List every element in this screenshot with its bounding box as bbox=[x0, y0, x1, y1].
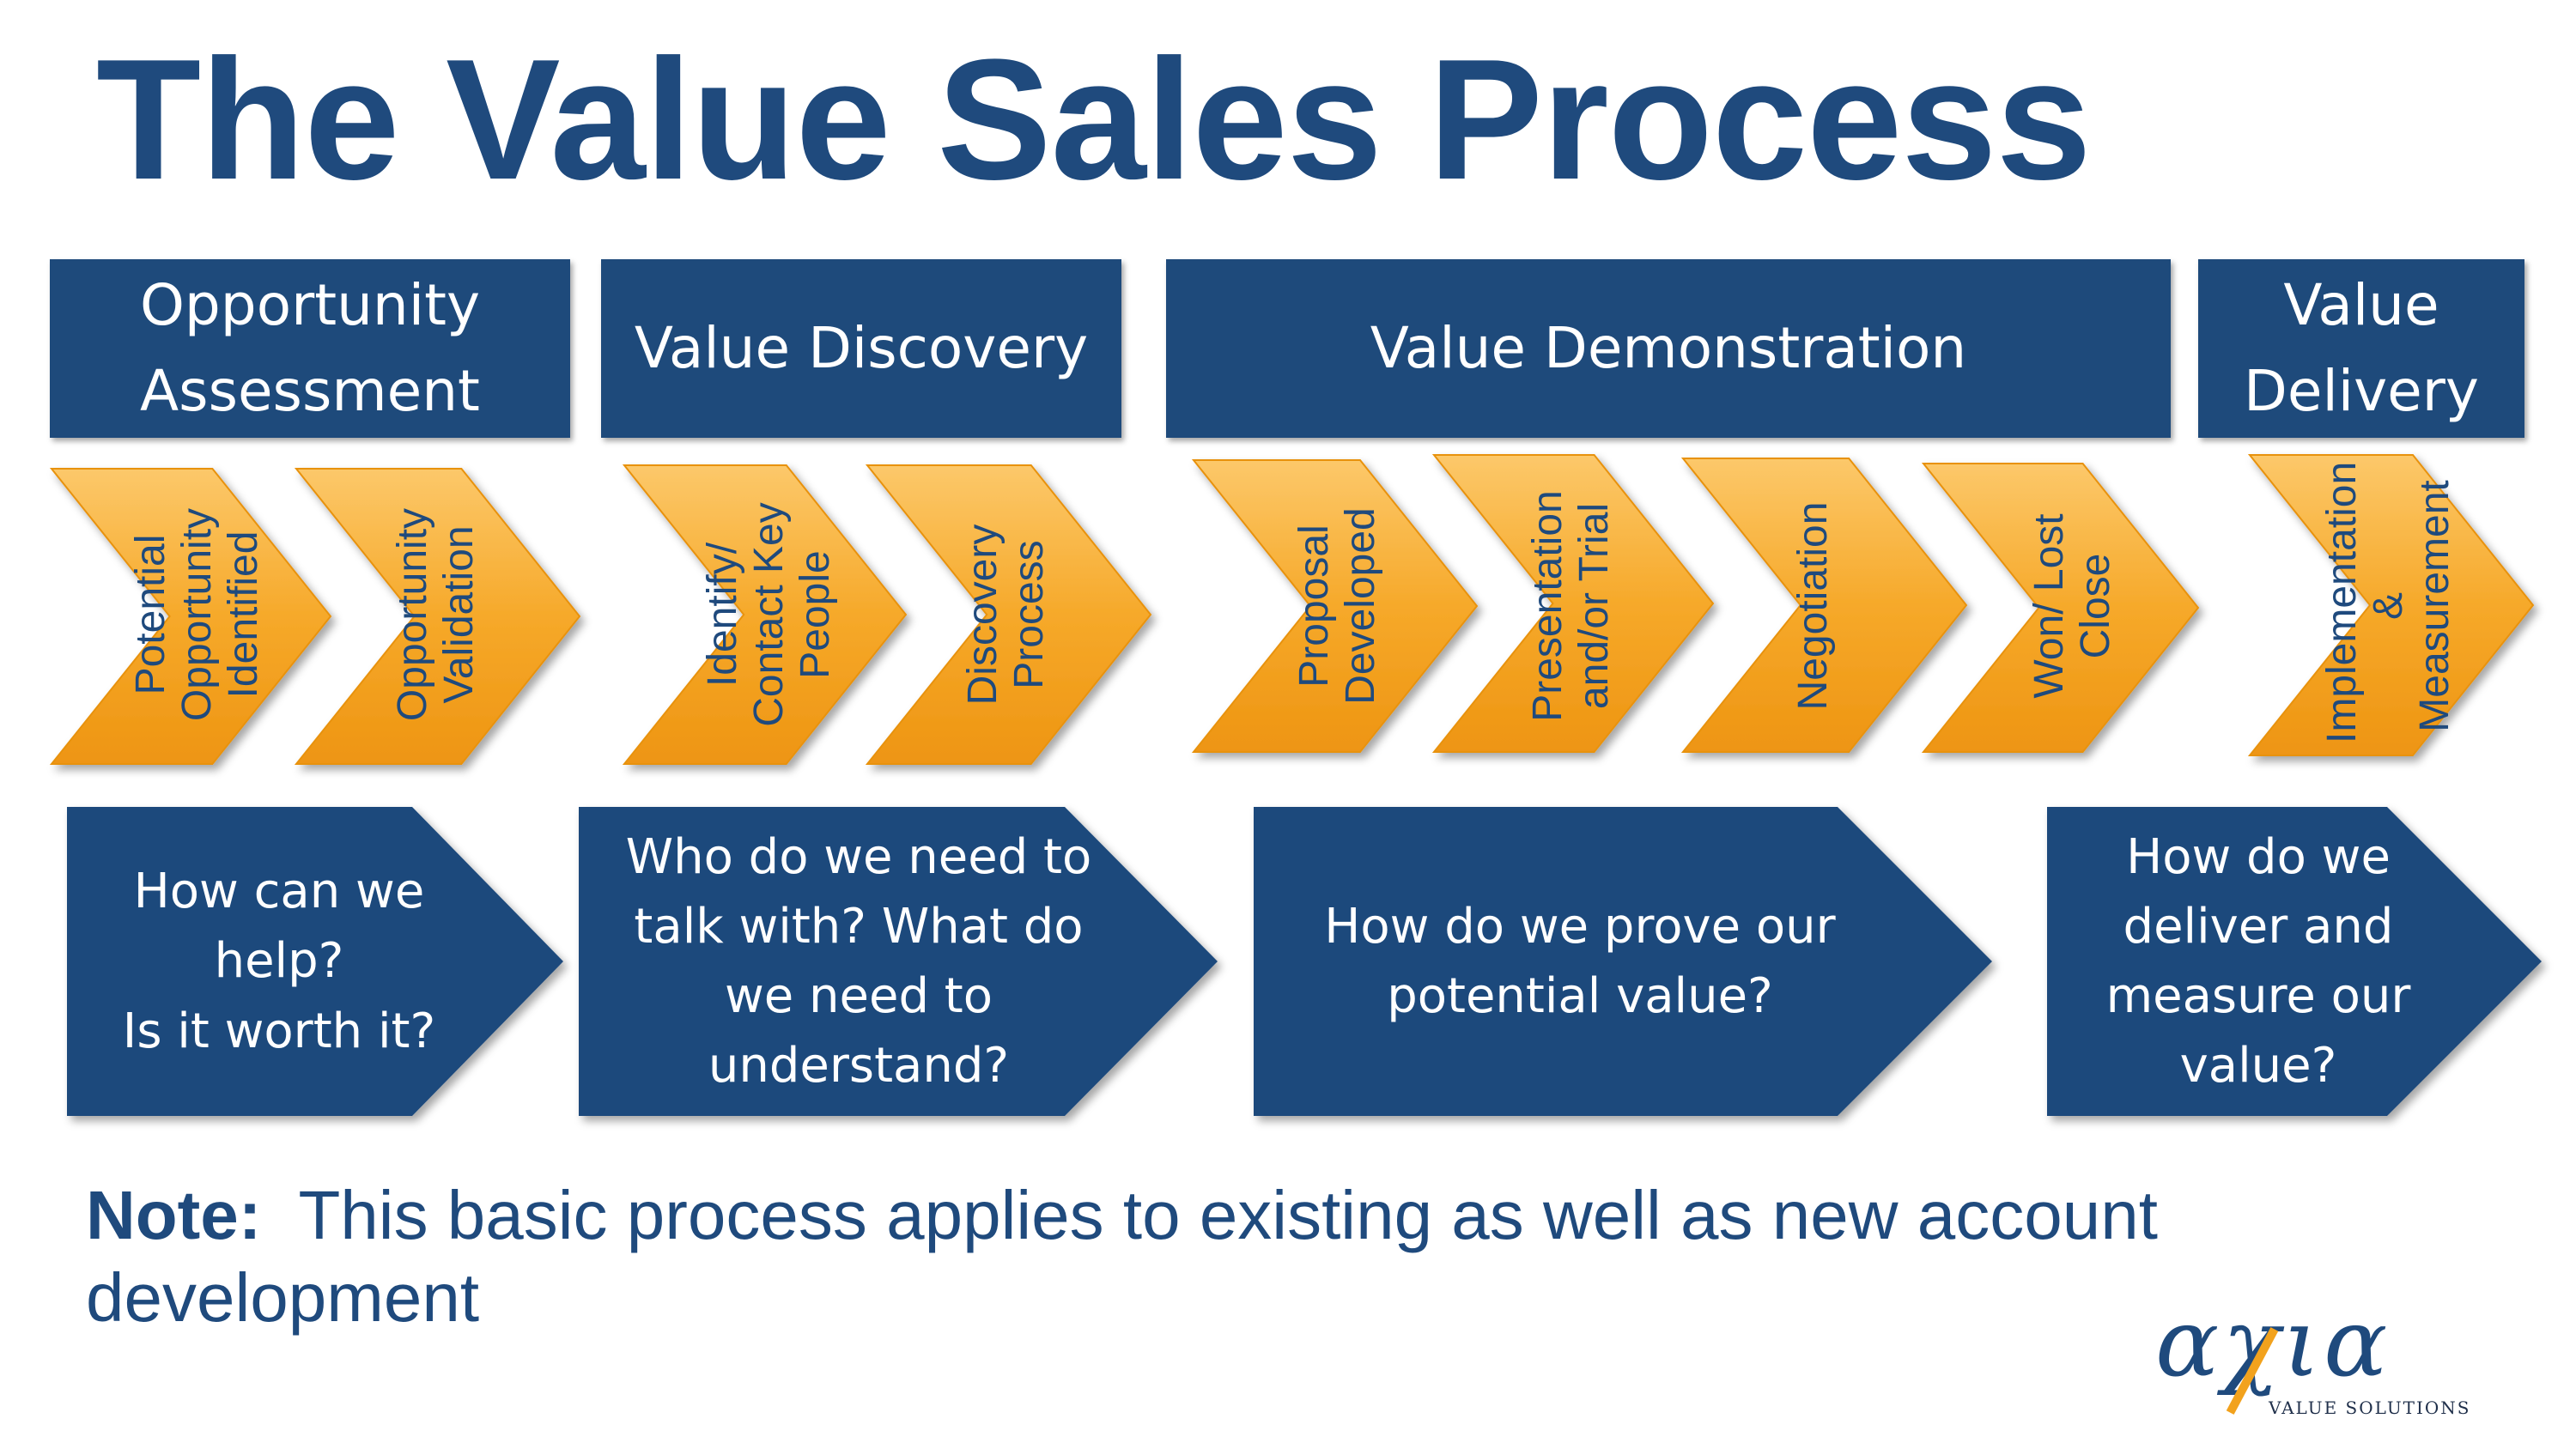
step-chevron-9 bbox=[2247, 454, 2535, 756]
step-chevron-5 bbox=[1191, 459, 1479, 753]
question-demonstration: How do we prove our potential value? bbox=[1324, 898, 1836, 1024]
step-chevron-6 bbox=[1431, 454, 1715, 753]
logo-subtitle: VALUE SOLUTIONS bbox=[2269, 1397, 2471, 1418]
step-chevron-7 bbox=[1680, 458, 1968, 753]
step-chevron-2 bbox=[294, 468, 581, 765]
logo-wordmark: αχια bbox=[2155, 1288, 2391, 1397]
step-chevron-3 bbox=[622, 464, 908, 765]
note-text: This basic process applies to existing a… bbox=[86, 1177, 2158, 1336]
step-chevron-8 bbox=[1921, 463, 2200, 753]
axia-logo: αχια VALUE SOLUTIONS bbox=[2138, 1288, 2482, 1418]
stage-header-opportunity-assessment: Opportunity Assessment bbox=[50, 259, 570, 438]
question-arrow-delivery bbox=[2047, 807, 2542, 1116]
note-label: Note: bbox=[86, 1177, 262, 1253]
question-arrow-discovery bbox=[579, 807, 1218, 1116]
note: Note: This basic process applies to exis… bbox=[86, 1174, 2404, 1339]
question-delivery: How do we deliver and measure our value? bbox=[2105, 828, 2411, 1094]
step-chevron-4 bbox=[865, 464, 1152, 765]
question-arrow-assessment bbox=[67, 807, 563, 1116]
page-title: The Value Sales Process bbox=[96, 24, 2092, 215]
question-assessment: How can we help? Is it worth it? bbox=[122, 864, 436, 1059]
stage-header-value-demonstration: Value Demonstration bbox=[1166, 259, 2171, 438]
question-arrow-demonstration bbox=[1254, 807, 1992, 1116]
stage-header-value-discovery: Value Discovery bbox=[601, 259, 1121, 438]
step-chevron-1 bbox=[49, 468, 332, 765]
question-discovery: Who do we need to talk with? What do we … bbox=[625, 828, 1092, 1094]
stage-header-value-delivery: Value Delivery bbox=[2198, 259, 2524, 438]
